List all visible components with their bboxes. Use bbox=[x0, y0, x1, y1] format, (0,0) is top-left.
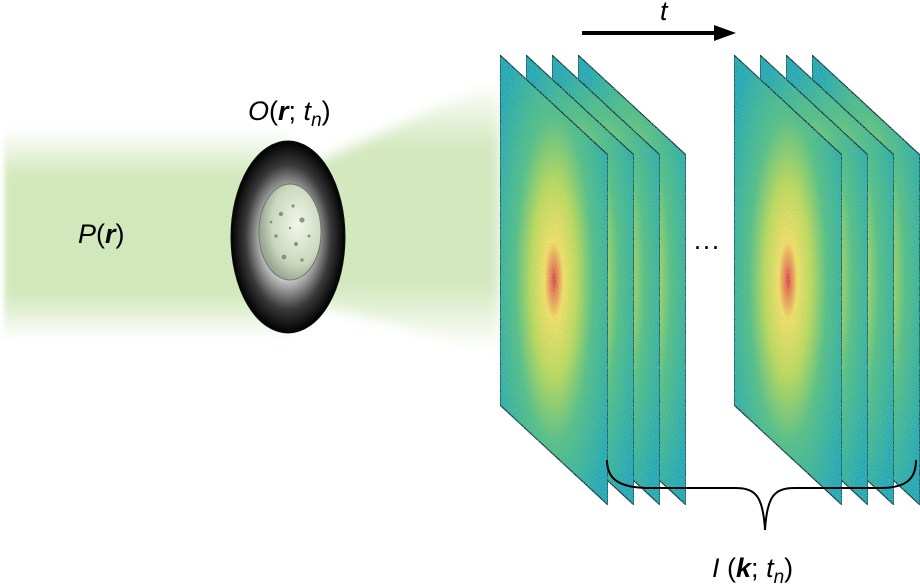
object-label: O(r; tn) bbox=[248, 96, 331, 131]
arrow-right-icon bbox=[582, 25, 736, 41]
probe-label: P(r) bbox=[78, 219, 125, 249]
intensity-label: I (k; tn) bbox=[712, 553, 793, 585]
diffracted-beam bbox=[300, 80, 500, 352]
time-axis-label: t bbox=[660, 0, 669, 26]
ellipsis-label: ··· bbox=[693, 231, 720, 261]
diffraction-stack-1 bbox=[500, 55, 686, 505]
sample-disk-icon bbox=[230, 140, 346, 334]
curly-brace-icon bbox=[606, 459, 917, 531]
diffraction-stack-2 bbox=[734, 55, 920, 505]
